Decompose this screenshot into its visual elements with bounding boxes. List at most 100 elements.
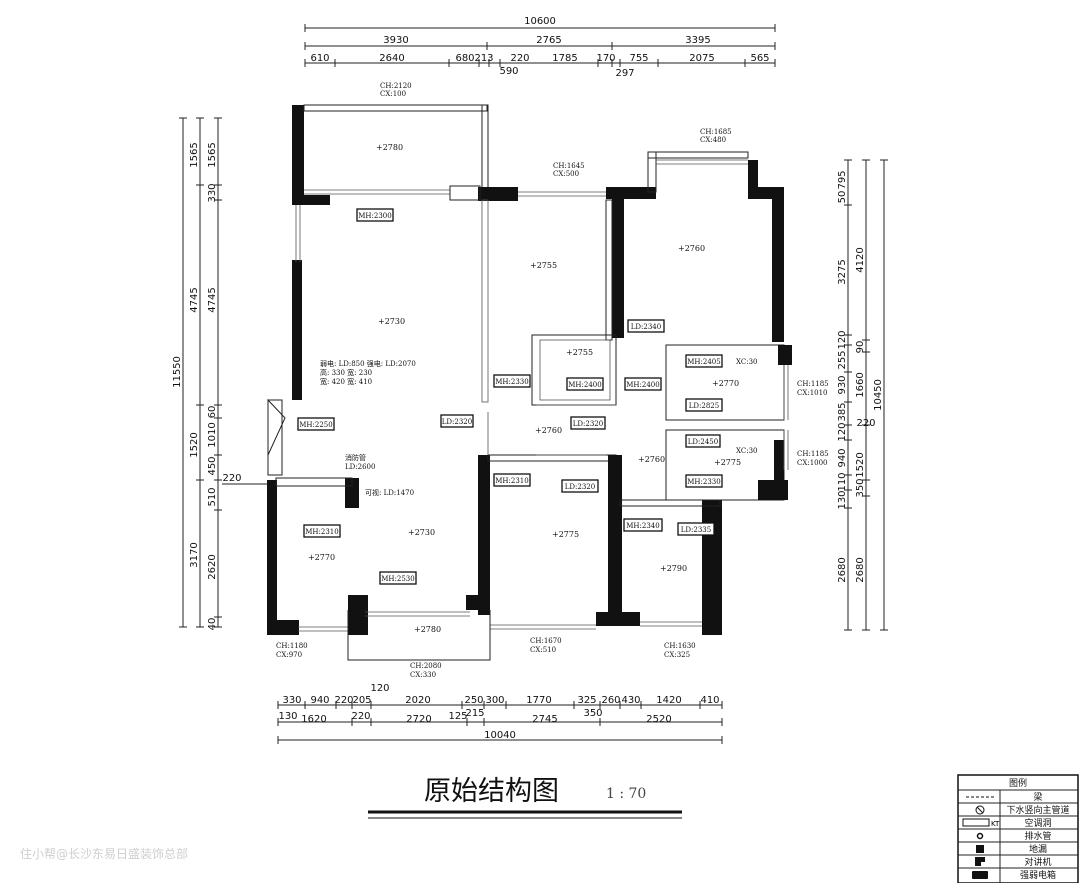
floor-drain-icon xyxy=(976,845,984,853)
win-bot-right-cx: CX:325 xyxy=(664,651,690,659)
win-bot-mid1-ch: CH:2080 xyxy=(410,662,442,670)
left-seg-9: 40 xyxy=(207,618,218,631)
win-top-left-cx: CX:100 xyxy=(380,90,406,98)
top-seg-10: 565 xyxy=(750,53,769,64)
win-bot-left-ch: CH:1180 xyxy=(276,642,308,650)
elev-1: +2780 xyxy=(376,143,403,152)
drawing-title-block: 原始结构图 1 : 70 xyxy=(368,776,682,819)
bottom-dimensions: 330 940 220 205 120 2020 250 300 1770 32… xyxy=(277,683,723,744)
right-seg-4: 120 xyxy=(837,330,848,349)
win-top-mid-ch: CH:1645 xyxy=(553,162,585,170)
bottom-seg-12: 430 xyxy=(621,695,640,706)
win-top-mid-cx: CX:500 xyxy=(553,170,579,178)
svg-text:KT: KT xyxy=(991,820,1000,828)
legend-item-2: 下水竖向主管道 xyxy=(1006,804,1069,816)
drawing-title: 原始结构图 xyxy=(424,776,559,807)
tag-18: MH:2530 xyxy=(381,575,414,583)
tag-8: MH:2250 xyxy=(299,421,332,429)
top-dim-3: 3395 xyxy=(685,35,710,46)
main-pipe-icon xyxy=(975,805,985,815)
left-seg-1: 1565 xyxy=(207,142,218,167)
legend-table: 图例 梁 下水竖向主管道 KT 空调洞 排水管 地漏 对讲机 强弱电箱 xyxy=(957,774,1079,883)
top-dim-2: 2765 xyxy=(536,35,561,46)
legend-item-6: 对讲机 xyxy=(1024,856,1051,868)
top-seg-3: 680 xyxy=(455,53,474,64)
intercom-icon xyxy=(975,857,985,866)
bottom-dim-5: 125 xyxy=(448,711,467,722)
top-seg-8: 755 xyxy=(629,53,648,64)
right-overall-dim: 10450 xyxy=(873,379,884,411)
elev-12: +2770 xyxy=(308,553,335,562)
right-seg-5: 255 xyxy=(837,350,848,369)
bottom-seg-2: 940 xyxy=(310,695,329,706)
top-seg-9: 2075 xyxy=(689,53,714,64)
bottom-seg-11: 260 xyxy=(601,695,620,706)
win-right-1-ch: CH:1185 xyxy=(797,380,829,388)
tag-4: MH:2400 xyxy=(568,381,601,389)
bottom-seg-7: 250 xyxy=(464,695,483,706)
legend-item-5: 地漏 xyxy=(1029,843,1047,855)
bottom-seg-3: 220 xyxy=(334,695,353,706)
tag-16: LD:2335 xyxy=(681,526,711,534)
bottom-seg-13: 1420 xyxy=(656,695,681,706)
right-seg-2: 795 xyxy=(837,170,848,189)
right-dim-6: 350 xyxy=(855,478,866,497)
tag-2: LD:2340 xyxy=(631,323,661,331)
elev-5: +2755 xyxy=(566,348,593,357)
legend-item-3: 空调洞 xyxy=(1024,817,1051,829)
right-seg-8: 120 xyxy=(837,422,848,441)
left-side-dim: 220 xyxy=(222,473,241,484)
tag-14: MH:2330 xyxy=(687,478,720,486)
elev-3: +2755 xyxy=(530,261,557,270)
win-bot-left-cx: CX:970 xyxy=(276,651,302,659)
watermark-text: 住小帮@长沙东易日盛装饰总部 xyxy=(20,846,188,861)
tag-11: LD:2450 xyxy=(688,438,718,446)
right-seg-9: 940 xyxy=(837,448,848,467)
win-right-1-cx: CX:1010 xyxy=(797,389,828,397)
right-dim-4: 220 xyxy=(856,418,875,429)
window-annotations: CH:2120 CX:100 CH:1645 CX:500 CH:1685 CX… xyxy=(276,82,829,679)
bottom-seg-10: 325 xyxy=(577,695,596,706)
tag-10: LD:2320 xyxy=(573,420,603,428)
elev-11: +2730 xyxy=(408,528,435,537)
win-bot-right-ch: CH:1630 xyxy=(664,642,696,650)
bottom-seg-5: 120 xyxy=(370,683,389,694)
right-dim-1: 4120 xyxy=(855,247,866,272)
win-bot-mid2-cx: CX:510 xyxy=(530,646,556,654)
bottom-seg-1: 330 xyxy=(282,695,301,706)
left-seg-3: 4745 xyxy=(207,287,218,312)
xc-label-1: XC:30 xyxy=(736,358,757,366)
elev-10: +2775 xyxy=(552,530,579,539)
elev-6: +2760 xyxy=(535,426,562,435)
top-seg-4: 213 xyxy=(474,53,493,64)
left-seg-7: 510 xyxy=(207,487,218,506)
elev-2: +2730 xyxy=(378,317,405,326)
tag-12: MH:2310 xyxy=(495,477,528,485)
win-top-left-ch: CH:2120 xyxy=(380,82,412,90)
win-bot-mid1-cx: CX:330 xyxy=(410,671,436,679)
drawing-scale: 1 : 70 xyxy=(606,786,646,802)
top-seg-1: 610 xyxy=(310,53,329,64)
top-sub-dim-1: 590 xyxy=(499,66,518,77)
left-dimensions: 11550 1565 4745 1520 3170 1565 330 4745 … xyxy=(172,117,268,631)
living-note-1: 弱电: LD:850 强电: LD:2070 xyxy=(320,359,416,368)
height-tags: MH:2300 LD:2340 MH:2330 MH:2400 MH:2400 … xyxy=(297,208,723,585)
legend-item-7: 强弱电箱 xyxy=(1020,869,1056,881)
right-dim-5: 1520 xyxy=(855,452,866,477)
elev-13: +2780 xyxy=(414,625,441,634)
fire-pipe-ld: LD:2600 xyxy=(345,463,375,471)
bottom-dim-6: 215 xyxy=(465,708,484,719)
xc-label-2: XC:30 xyxy=(736,447,757,455)
top-overall-dim: 10600 xyxy=(524,16,556,27)
bottom-dim-4: 2720 xyxy=(406,714,431,725)
bottom-seg-4: 205 xyxy=(352,695,371,706)
left-dim-3: 1520 xyxy=(189,432,200,457)
tag-3: MH:2330 xyxy=(495,378,528,386)
bottom-seg-8: 300 xyxy=(485,695,504,706)
right-seg-12: 2680 xyxy=(837,557,848,582)
bottom-seg-9: 1770 xyxy=(526,695,551,706)
tag-6: MH:2405 xyxy=(687,358,720,366)
tag-13: LD:2320 xyxy=(565,483,595,491)
tag-15: MH:2340 xyxy=(626,522,659,530)
